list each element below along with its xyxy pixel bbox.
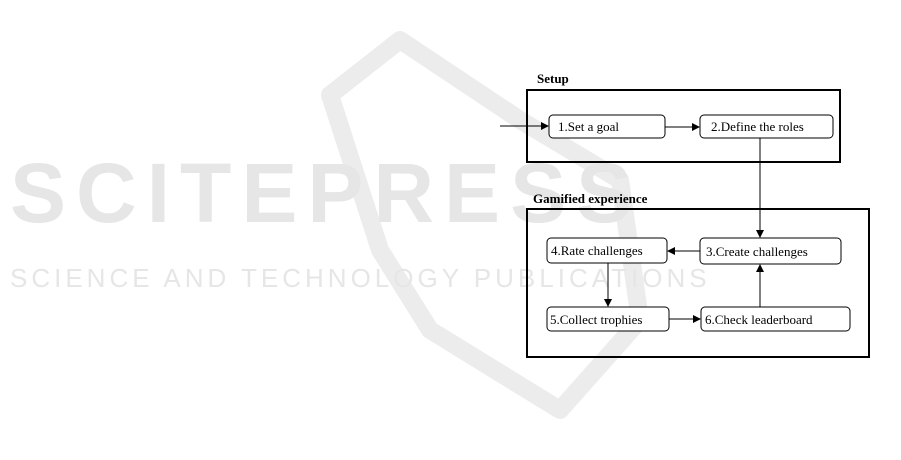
node-collect-trophies-label: 5.Collect trophies [550,312,642,327]
node-create-challenges: 3.Create challenges [700,238,841,264]
node-rate-challenges-label: 4.Rate challenges [551,243,643,258]
gamified-section-box [527,209,869,357]
node-set-goal-label: 1.Set a goal [558,119,619,134]
node-rate-challenges: 4.Rate challenges [547,238,667,263]
node-check-leaderboard: 6.Check leaderboard [701,307,850,331]
node-define-roles-label: 2.Define the roles [711,119,804,134]
node-check-leaderboard-label: 6.Check leaderboard [705,312,813,327]
section-title-gamified: Gamified experience [533,191,648,206]
node-create-challenges-label: 3.Create challenges [706,244,808,259]
section-title-setup: Setup [537,71,569,86]
node-define-roles: 2.Define the roles [700,115,833,138]
node-collect-trophies: 5.Collect trophies [547,307,669,331]
node-set-goal: 1.Set a goal [549,115,665,138]
